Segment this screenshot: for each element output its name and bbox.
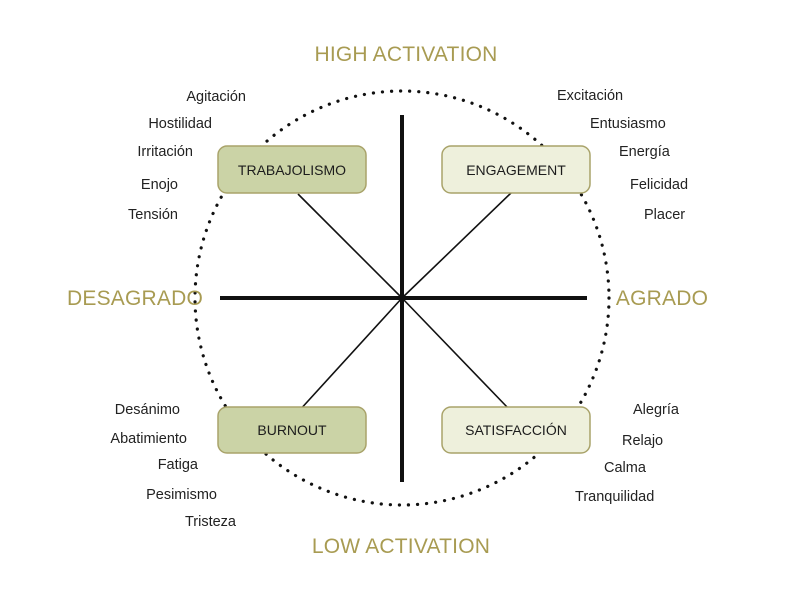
quadrant-box-trabajolismo: TRABAJOLISMO [217,145,367,194]
connector-line-bottom-right [401,297,509,409]
quadrant-label-trabajolismo: TRABAJOLISMO [238,162,346,178]
emotion-label: Irritación [137,144,193,160]
emotion-label: Entusiasmo [590,116,666,132]
quadrant-box-engagement: ENGAGEMENT [441,145,591,194]
emotion-label: Felicidad [630,177,688,193]
dotted-circle [193,89,611,507]
emotion-label: Pesimismo [146,487,217,503]
quadrant-label-engagement: ENGAGEMENT [466,162,566,178]
emotion-label: Abatimiento [110,431,187,447]
axis-title-agrado: AGRADO [616,287,708,310]
emotion-label: Energía [619,144,671,160]
quadrant-box-burnout: BURNOUT [217,406,367,454]
quadrant-box-satisfaccion: SATISFACCIÓN [441,406,591,454]
connector-line-bottom-left [297,297,403,413]
emotion-label: Fatiga [158,457,199,473]
emotion-label: Placer [644,207,685,223]
emotion-label: Calma [604,460,647,476]
emotion-label: Hostilidad [148,116,212,132]
connector-line-top-left [297,193,403,299]
emotion-label: Tranquilidad [575,489,654,505]
emotion-label: Enojo [141,177,178,193]
emotion-label: Tensión [128,207,178,223]
connector-line-top-right [401,191,513,299]
emotion-label: Desánimo [115,402,180,418]
axis-title-low-activation: LOW ACTIVATION [312,535,490,558]
quadrant-label-burnout: BURNOUT [257,422,327,438]
emotion-label: Relajo [622,433,663,449]
emotion-label: Excitación [557,88,623,104]
emotion-label: Agitación [186,89,246,105]
quadrant-label-satisfaccion: SATISFACCIÓN [465,422,567,438]
emotion-label: Tristeza [185,514,237,530]
axis-title-desagrado: DESAGRADO [67,287,203,310]
emotion-label: Alegría [633,402,680,418]
axis-title-high-activation: HIGH ACTIVATION [314,43,497,66]
